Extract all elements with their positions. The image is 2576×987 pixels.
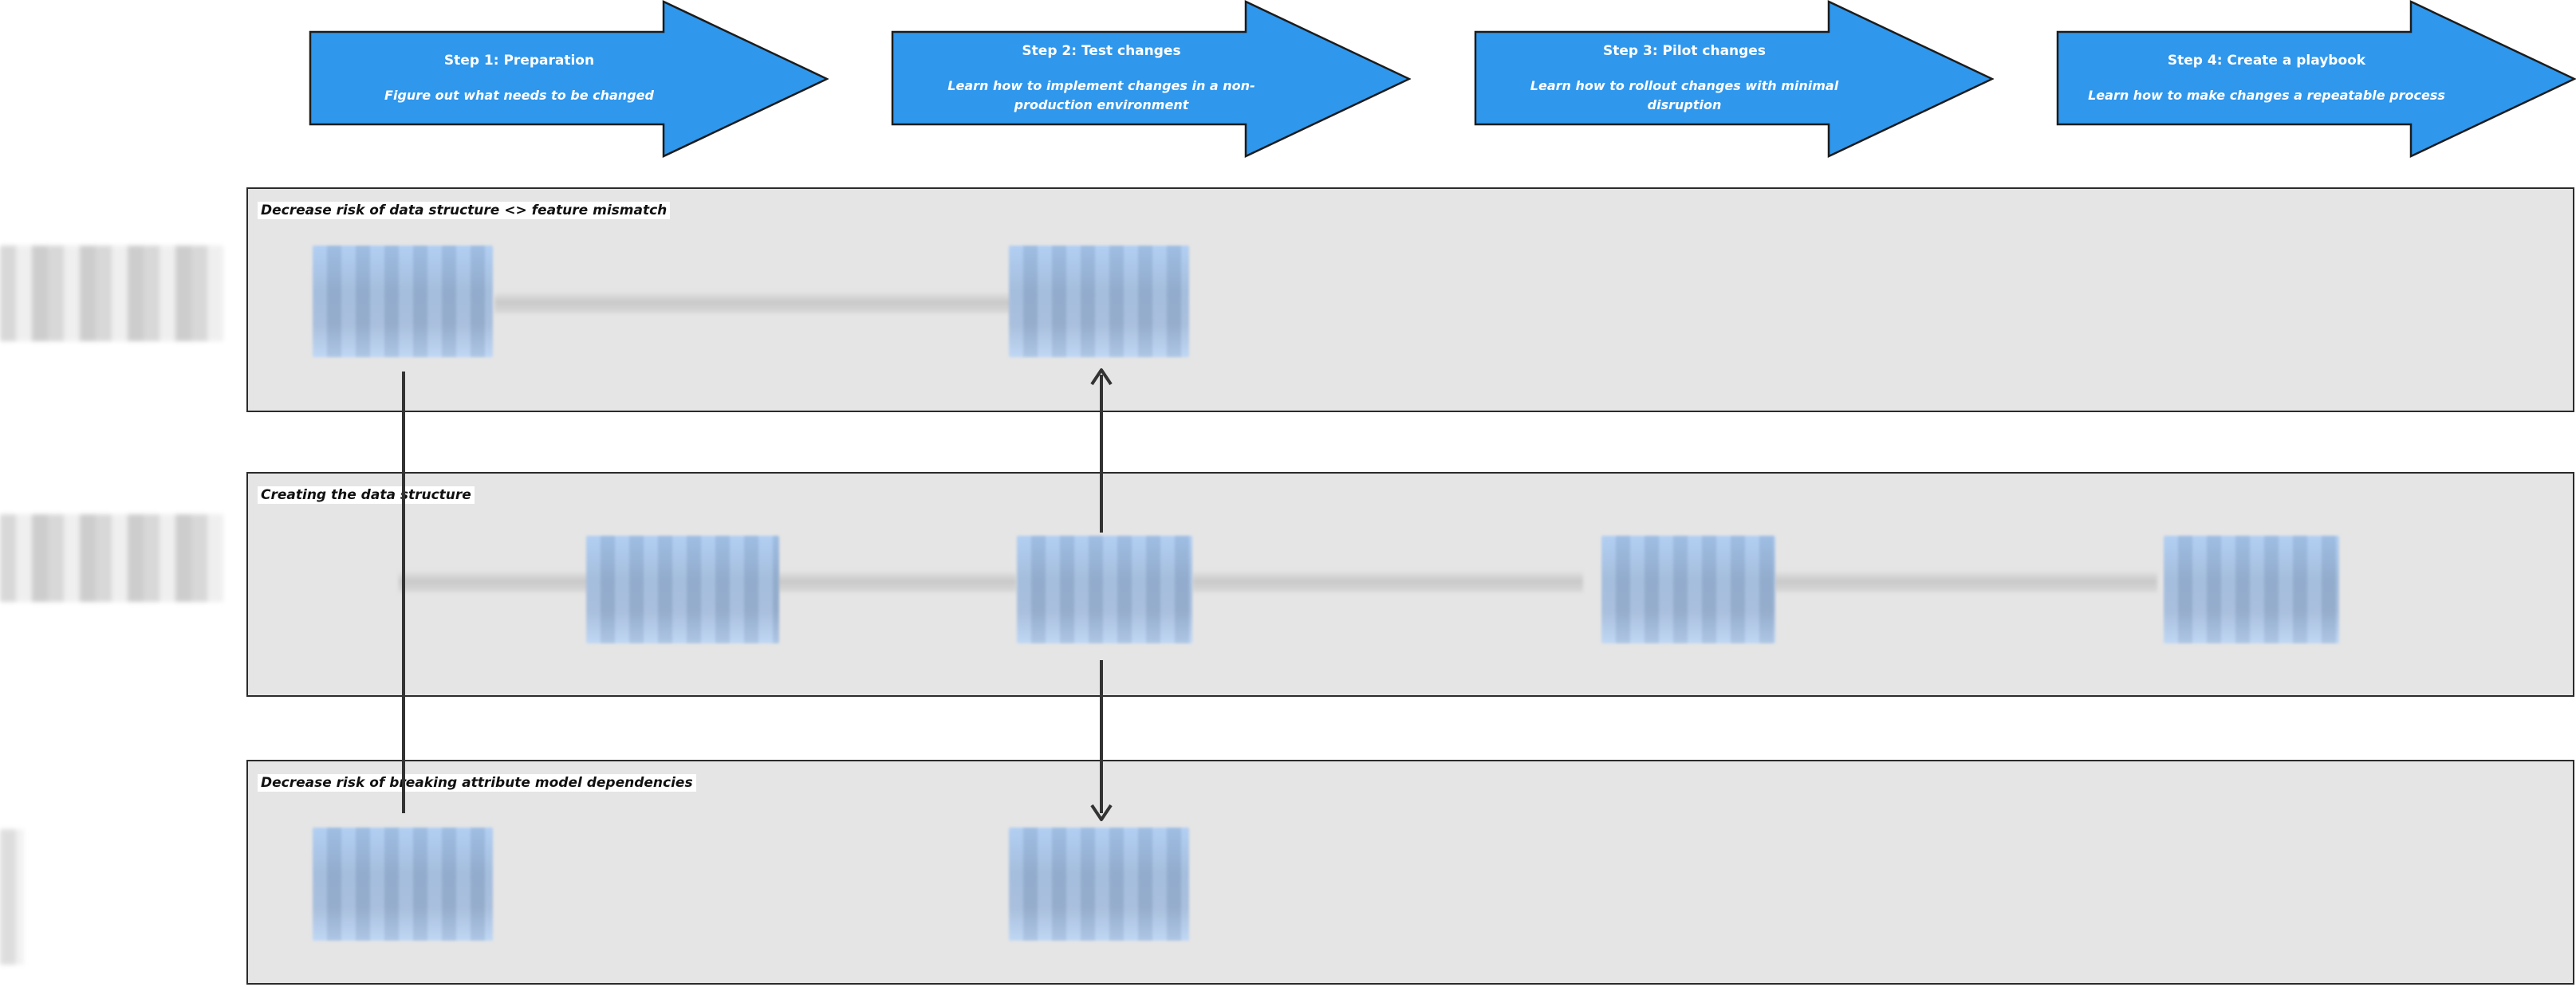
step-subtitle: Learn how to rollout changes with minima… — [1530, 78, 1839, 112]
redacted-lane-label — [0, 514, 223, 602]
step-title: Step 1: Preparation — [443, 53, 595, 69]
redacted-node — [313, 246, 493, 357]
redacted-connector — [399, 570, 590, 592]
step-title: Step 3: Pilot changes — [1603, 43, 1766, 59]
step-arrow-4: Step 4: Create a playbook Learn how to m… — [2056, 0, 2576, 158]
step-arrow-3: Step 3: Pilot changes Learn how to rollo… — [1474, 0, 1994, 158]
redacted-connector — [494, 291, 1013, 313]
step-title: Step 4: Create a playbook — [2167, 53, 2366, 69]
step-arrow-1: Step 1: Preparation Figure out what need… — [309, 0, 829, 158]
redacted-node — [586, 536, 779, 643]
redacted-connector — [778, 570, 1017, 592]
lane-title: Creating the data structure — [258, 486, 475, 504]
redacted-node — [1601, 536, 1775, 643]
redacted-node — [1009, 828, 1189, 941]
redacted-node — [1017, 536, 1192, 643]
redacted-connector — [1774, 570, 2157, 592]
step-subtitle: Learn how to make changes a repeatable p… — [2088, 88, 2445, 103]
connector-line — [402, 372, 405, 813]
swimlane-3: Decrease risk of breaking attribute mode… — [246, 760, 2574, 985]
redacted-lane-label — [0, 829, 24, 965]
step-subtitle: Learn how to implement changes in a non-… — [947, 78, 1255, 112]
step-arrow-2: Step 2: Test changes Learn how to implem… — [891, 0, 1411, 158]
lane-title: Decrease risk of data structure <> featu… — [258, 202, 671, 219]
lane-title: Decrease risk of breaking attribute mode… — [258, 774, 696, 792]
redacted-connector — [1192, 570, 1583, 592]
redacted-lane-label — [0, 246, 223, 341]
redacted-node — [2164, 536, 2339, 643]
redacted-node — [1009, 246, 1189, 357]
step-title: Step 2: Test changes — [1022, 43, 1181, 59]
redacted-node — [313, 828, 493, 941]
step-subtitle: Figure out what needs to be changed — [384, 88, 654, 103]
